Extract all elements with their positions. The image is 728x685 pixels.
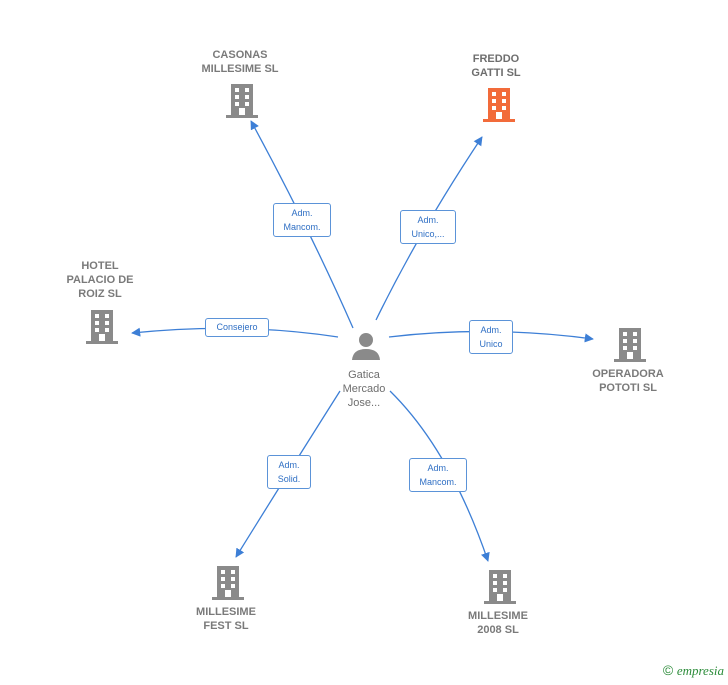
- company-label-freddo[interactable]: FREDDO GATTI SL: [471, 53, 521, 79]
- person-label[interactable]: Gatica Mercado Jose...: [342, 369, 386, 409]
- person-icon[interactable]: [351, 331, 381, 361]
- company-label-hotel[interactable]: HOTEL PALACIO DE ROIZ SL: [66, 260, 134, 300]
- company-label-m2008[interactable]: MILLESIME 2008 SL: [468, 610, 528, 636]
- building-icon-casonas[interactable]: [226, 84, 258, 118]
- role-box-m2008: Adm. Mancom.: [409, 458, 467, 492]
- company-label-operadora[interactable]: OPERADORA POTOTI SL: [592, 368, 664, 394]
- building-icon-freddo[interactable]: [483, 88, 515, 122]
- copyright-icon: ©: [662, 662, 674, 678]
- building-icon-hotel[interactable]: [86, 310, 118, 344]
- brand-name: empresia: [676, 663, 724, 678]
- role-box-fest: Adm. Solid.: [267, 455, 311, 489]
- company-label-fest[interactable]: MILLESIME FEST SL: [196, 606, 256, 632]
- building-icon-operadora[interactable]: [614, 328, 646, 362]
- role-box-operadora: Adm. Unico: [469, 320, 513, 354]
- building-icon-m2008[interactable]: [484, 570, 516, 604]
- building-icon-fest[interactable]: [212, 566, 244, 600]
- company-label-casonas[interactable]: CASONAS MILLESIME SL: [201, 49, 279, 75]
- brand-watermark: © empresia: [663, 662, 724, 679]
- role-box-freddo: Adm. Unico,...: [400, 210, 456, 244]
- role-box-hotel: Consejero: [205, 318, 269, 337]
- role-box-casonas: Adm. Mancom.: [273, 203, 331, 237]
